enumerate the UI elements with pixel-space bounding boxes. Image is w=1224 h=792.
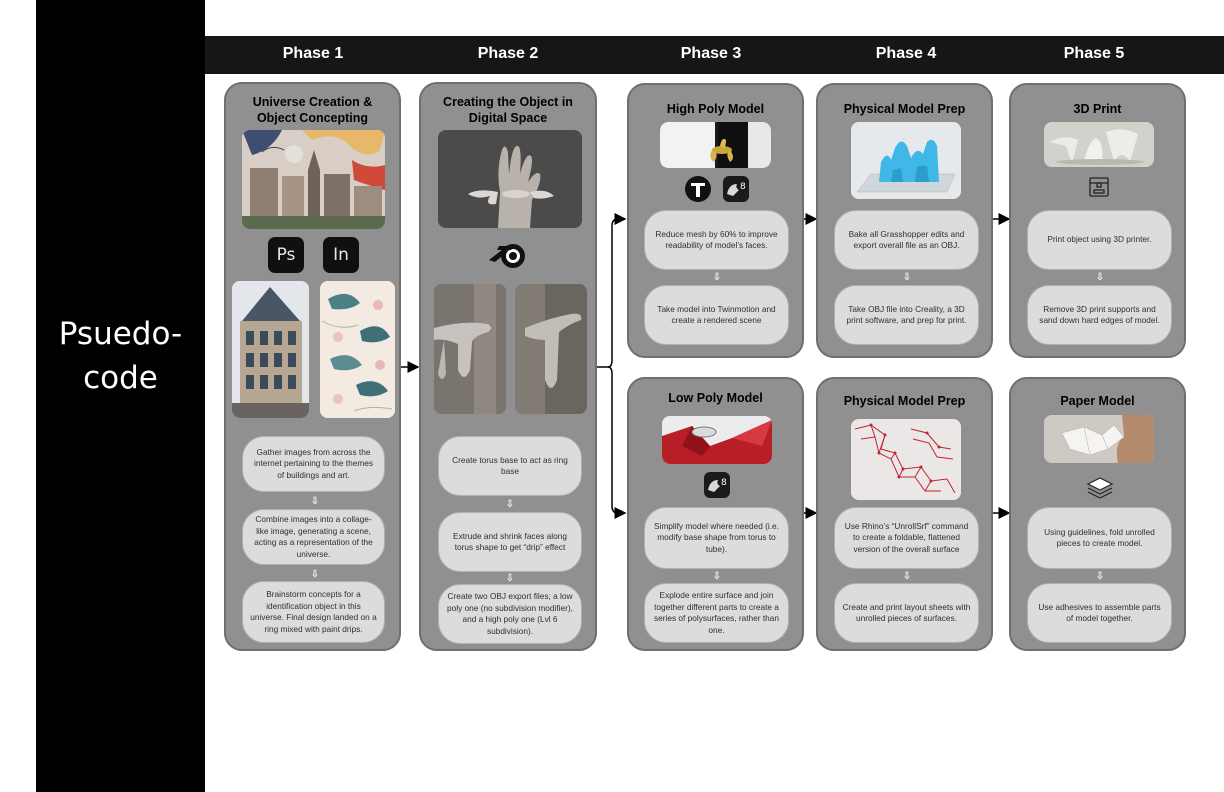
card-title: 3D Print — [1073, 102, 1122, 116]
card-physical-prep-paper: Physical Model Prep Use Rhino’s “UnrollS… — [816, 377, 993, 651]
bird-artwork — [320, 281, 395, 418]
low-poly-render — [662, 416, 772, 464]
step-fold-pieces: Using guidelines, fold unrolled pieces t… — [1027, 507, 1172, 569]
sidebar-panel: Psuedo- code — [36, 0, 205, 792]
card-title: Low Poly Model — [668, 391, 763, 405]
down-arrow-icon: ⇩ — [505, 499, 515, 510]
card-3d-print: 3D Print Print object using 3D printer. … — [1009, 83, 1186, 358]
3d-print-graphic — [1044, 122, 1154, 167]
arrow-to-low-poly — [607, 366, 627, 519]
3d-print-photo — [1044, 122, 1154, 167]
card-title: Physical Model Prep — [843, 394, 966, 408]
card-paper-model: Paper Model Using guidelines, fold unrol… — [1009, 377, 1186, 651]
card-high-poly: High Poly Model 8 Reduce mesh by 60% to … — [627, 83, 804, 358]
3d-printer-icon — [1088, 176, 1110, 198]
step-brainstorm-concepts: Brainstorm concepts for a identification… — [242, 581, 385, 643]
paper-model-photo — [1044, 415, 1154, 463]
step-twinmotion-render: Take model into Twinmotion and create a … — [644, 285, 789, 345]
step-create-torus: Create torus base to act as ring base — [438, 436, 582, 496]
drip-closeup-right — [515, 284, 587, 414]
step-remove-supports: Remove 3D print supports and sand down h… — [1027, 285, 1172, 345]
down-arrow-icon: ⇩ — [1095, 272, 1105, 283]
building-graphic — [232, 281, 309, 418]
step-simplify-model: Simplify model where needed (i.e. modify… — [644, 507, 789, 569]
down-arrow-icon: ⇩ — [1095, 571, 1105, 582]
card-low-poly: Low Poly Model 8 Simplify model where ne… — [627, 377, 804, 651]
down-arrow-icon: ⇩ — [310, 496, 320, 507]
hand-ring-graphic — [438, 130, 582, 228]
card-digital-object: Creating the Object in Digital Space — [419, 82, 597, 651]
collage-scene-graphic — [242, 130, 385, 229]
step-combine-images: Combine images into a collage-like image… — [242, 509, 385, 565]
photoshop-icon: Ps — [268, 237, 304, 273]
phase-4-label: Phase 4 — [875, 45, 937, 62]
step-print-layout: Create and print layout sheets with unro… — [834, 583, 979, 643]
step-explode-surface: Explode entire surface and join together… — [644, 583, 789, 643]
bird-graphic — [320, 281, 395, 418]
layers-stack-icon — [1086, 474, 1114, 502]
high-poly-render — [660, 122, 771, 168]
card-title: Physical Model Prep — [843, 102, 966, 116]
down-arrow-icon: ⇩ — [902, 272, 912, 283]
twinmotion-logo-icon — [685, 176, 711, 202]
arrow-to-high-poly — [607, 213, 627, 368]
down-arrow-icon: ⇩ — [712, 571, 722, 582]
hand-ring-render — [438, 130, 582, 228]
down-arrow-icon: ⇩ — [712, 272, 722, 283]
phase-3-label: Phase 3 — [680, 45, 742, 62]
slicer-graphic — [851, 122, 961, 199]
svg-text:8: 8 — [740, 182, 746, 192]
card-title: Universe Creation & Object Concepting — [252, 95, 373, 125]
drip-right-graphic — [515, 284, 587, 414]
indesign-icon: In — [323, 237, 359, 273]
down-arrow-icon: ⇩ — [505, 573, 515, 584]
svg-text:8: 8 — [721, 478, 727, 488]
step-export-obj: Create two OBJ export files; a low poly … — [438, 584, 582, 644]
rhino-8-logo-icon: 8 — [723, 176, 749, 202]
paper-model-graphic — [1044, 415, 1154, 463]
card-title: Paper Model — [1060, 394, 1135, 408]
creality-slicer-preview — [851, 122, 961, 199]
step-gather-images: Gather images from across the internet p… — [242, 436, 385, 492]
step-creality-prep: Take OBJ file into Creality, a 3D print … — [834, 285, 979, 345]
unrolled-surface-preview — [851, 419, 961, 500]
card-universe-creation: Universe Creation & Object Concepting Ps… — [224, 82, 401, 651]
step-print-object: Print object using 3D printer. — [1027, 210, 1172, 270]
step-unrollsrf: Use Rhino’s “UnrollSrf” command to creat… — [834, 507, 979, 569]
phase-5-label: Phase 5 — [1063, 45, 1125, 62]
drip-closeup-left — [434, 284, 506, 414]
phase-header-bar: Phase 1 Phase 2 Phase 3 Phase 4 Phase 5 — [205, 36, 1224, 74]
step-reduce-mesh: Reduce mesh by 60% to improve readabilit… — [644, 210, 789, 270]
card-physical-prep-print: Physical Model Prep Bake all Grasshopper… — [816, 83, 993, 358]
step-extrude-faces: Extrude and shrink faces along torus sha… — [438, 512, 582, 572]
building-photo — [232, 281, 309, 418]
card-title: High Poly Model — [666, 102, 765, 116]
low-poly-graphic — [662, 416, 772, 464]
down-arrow-icon: ⇩ — [902, 571, 912, 582]
blender-logo-icon — [485, 236, 535, 272]
step-bake-grasshopper: Bake all Grasshopper edits and export ov… — [834, 210, 979, 270]
step-use-adhesives: Use adhesives to assemble parts of model… — [1027, 583, 1172, 643]
high-poly-graphic — [660, 122, 771, 168]
card-title: Creating the Object in Digital Space — [443, 95, 573, 125]
drip-left-graphic — [434, 284, 506, 414]
rhino-8-logo-icon: 8 — [704, 472, 730, 498]
down-arrow-icon: ⇩ — [310, 569, 320, 580]
phase-2-label: Phase 2 — [477, 45, 539, 62]
phase-1-label: Phase 1 — [282, 45, 344, 62]
unrolled-graphic — [851, 419, 961, 500]
collage-image — [242, 130, 385, 229]
sidebar-title: Psuedo- code — [58, 316, 183, 396]
